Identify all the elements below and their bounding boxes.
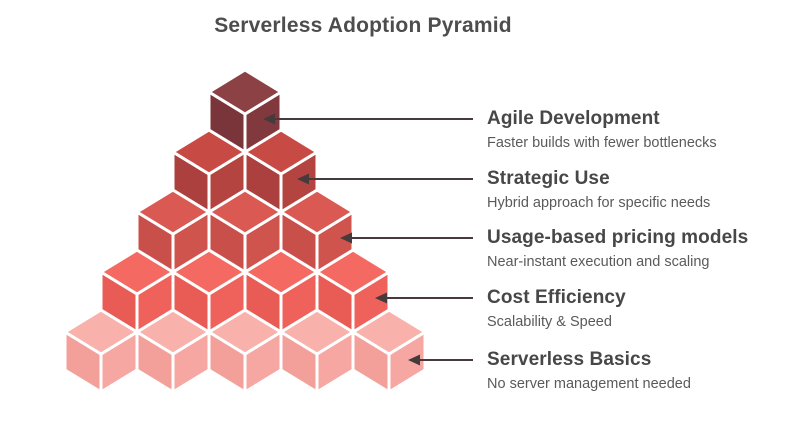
level-label-cost-efficiency: Cost Efficiency Scalability & Speed (487, 286, 782, 332)
level-heading: Usage-based pricing models (487, 227, 749, 248)
level-label-agile-development: Agile Development Faster builds with few… (487, 107, 782, 153)
diagram-title: Serverless Adoption Pyramid (214, 14, 512, 37)
level-subtext: Hybrid approach for specific needs (487, 195, 711, 211)
level-subtext: Near-instant execution and scaling (487, 254, 710, 270)
level-heading: Serverless Basics (487, 349, 652, 370)
level-label-serverless-basics: Serverless Basics No server management n… (487, 348, 692, 394)
arrowhead-left-icon (340, 232, 352, 244)
arrowhead-left-icon (408, 354, 420, 366)
level-heading: Cost Efficiency (487, 287, 626, 308)
level-subtext: Faster builds with fewer bottlenecks (487, 135, 717, 151)
level-subtext: Scalability & Speed (487, 314, 612, 330)
cube-top-face-row1 (207, 68, 283, 116)
level-heading: Strategic Use (487, 168, 610, 189)
level-label-usage-based-pricing: Usage-based pricing models Near-instant … (487, 226, 782, 272)
arrowhead-left-icon (375, 292, 387, 304)
level-subtext: No server management needed (487, 376, 691, 392)
level-label-strategic-use: Strategic Use Hybrid approach for specif… (487, 167, 782, 213)
arrowhead-left-icon (263, 113, 275, 125)
arrowhead-left-icon (297, 173, 309, 185)
level-heading: Agile Development (487, 108, 660, 129)
